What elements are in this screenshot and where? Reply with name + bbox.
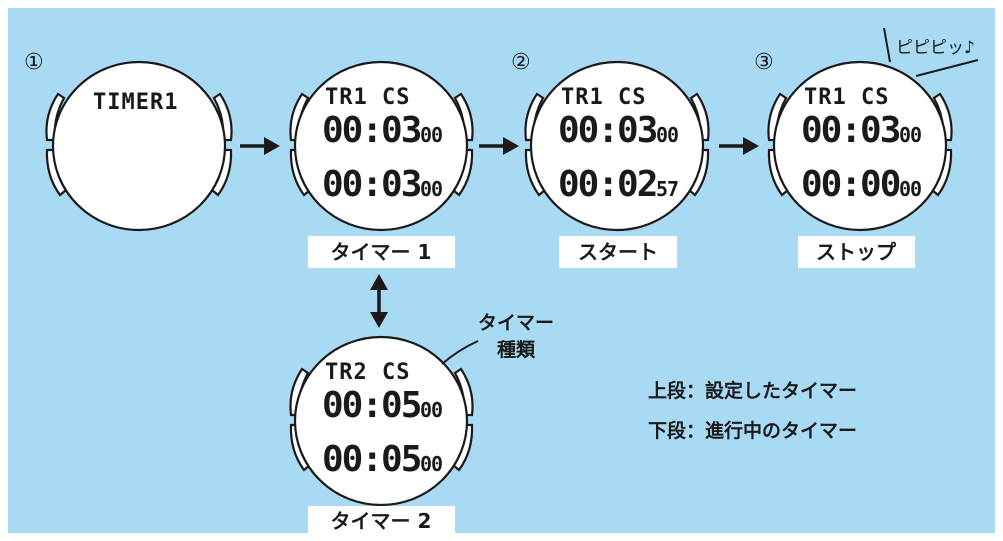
arrow-right-1 (240, 137, 280, 155)
lcd-top-time: 00:05 (322, 385, 421, 426)
watch-button-right-top (932, 92, 953, 142)
label-box-start (559, 236, 677, 268)
lcd-bottom-time: 00:02 (558, 164, 656, 205)
note-upper-row: 上段：設定したタイマー (648, 379, 857, 402)
arrow-right-2 (479, 137, 519, 155)
lcd-title: TR1 CS (561, 85, 646, 110)
step-number-1: ① (24, 50, 44, 75)
lcd-bottom-time: 00:03 (322, 164, 421, 205)
label-box-stop (798, 236, 915, 268)
lcd-bottom-time: 00:05 (322, 439, 421, 480)
arrow-up-down (370, 274, 388, 328)
lcd-top-fraction: 00 (656, 123, 678, 147)
lcd-title: TR2 CS (325, 360, 410, 385)
lcd-bottom-fraction: 00 (420, 452, 442, 476)
lcd-bottom-fraction: 00 (420, 177, 442, 201)
label-start: スタート (578, 240, 658, 264)
label-timer1: タイマー 1 (331, 240, 432, 264)
watch-timer1: TR1 CS 00:03 00 00:03 00 (289, 60, 474, 232)
lcd-top-fraction: 00 (420, 398, 442, 422)
lcd-title: TR1 CS (325, 85, 410, 110)
label-box-timer2 (308, 506, 455, 536)
note-lower-row: 下段：進行中のタイマー (648, 419, 857, 442)
callout-timer-type-line2: 種類 (497, 339, 536, 361)
beep-line-right (915, 59, 979, 77)
label-box-timer1 (308, 236, 455, 268)
watch-face (772, 60, 948, 232)
lcd-top-time: 00:03 (558, 110, 657, 151)
watch-start: TR1 CS 00:03 00 00:02 57 (524, 60, 710, 232)
callout-timer-type-line1: タイマー (478, 312, 554, 334)
step-number-2: ② (511, 50, 531, 75)
lcd-bottom-fraction: 57 (656, 177, 678, 201)
label-stop: ストップ (816, 240, 897, 264)
watch-face (293, 60, 469, 232)
lcd-top-fraction: 00 (420, 123, 442, 147)
label-timer2: タイマー 2 (331, 509, 432, 533)
beep-line-left (883, 27, 891, 63)
lcd-title: TR1 CS (804, 85, 889, 110)
lcd-bottom-fraction: 00 (899, 177, 921, 201)
lcd-bottom-time: 00:00 (801, 164, 900, 205)
watch-face (51, 60, 227, 232)
watch-face (293, 335, 469, 507)
watch-timer2: TR2 CS 00:05 00 00:05 00 (289, 335, 474, 507)
callout-pointer-line (441, 340, 479, 365)
watch-button-right-top (212, 92, 233, 142)
beep-text: ピピピッ♪ (896, 38, 975, 58)
lcd-title: TIMER1 (93, 90, 178, 115)
watch-button-right-top (453, 92, 474, 142)
step-number-3: ③ (754, 50, 774, 75)
arrow-right-3 (719, 137, 759, 155)
watch-face (529, 60, 705, 232)
lcd-top-fraction: 00 (899, 123, 921, 147)
watch-timer1-intro: TIMER1 (45, 60, 233, 232)
watch-button-right-top (453, 367, 474, 417)
lcd-top-time: 00:03 (322, 110, 421, 151)
watch-stop: TR1 CS 00:03 00 00:00 00 (767, 60, 953, 232)
lcd-top-time: 00:03 (801, 110, 900, 151)
watch-button-right-top (689, 92, 710, 142)
